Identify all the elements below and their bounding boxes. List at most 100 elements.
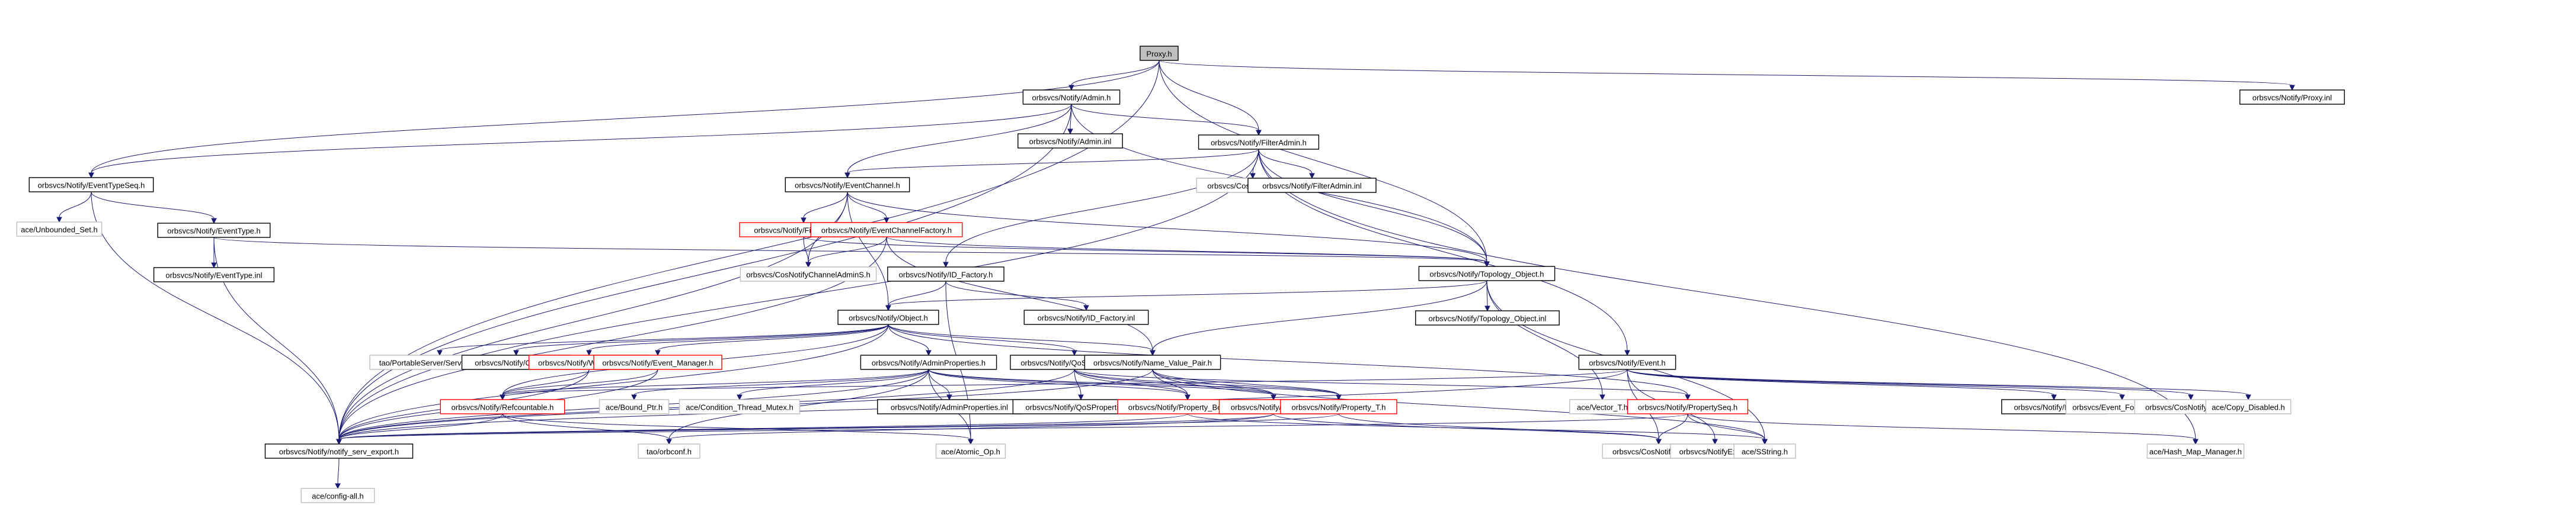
node-label: orbsvcs/Notify/EventChannelFactory.h bbox=[821, 226, 952, 235]
graph-node-propertyseq[interactable]: orbsvcs/Notify/PropertySeq.h bbox=[1627, 399, 1749, 414]
edge-nvp_h-to-prop_bool bbox=[1152, 369, 1191, 401]
graph-node-proxy-inl[interactable]: orbsvcs/Notify/Proxy.inl bbox=[2239, 89, 2345, 105]
edge-proxy_h-to-notify_export bbox=[336, 60, 1160, 445]
node-label: orbsvcs/Notify/EventTypeSeq.h bbox=[38, 181, 145, 190]
graph-node-adminprops-h[interactable]: orbsvcs/Notify/AdminProperties.h bbox=[860, 355, 997, 370]
node-label: orbsvcs/Notify/ID_Factory.h bbox=[899, 271, 993, 279]
edge-topology_h-to-vector_t bbox=[1486, 280, 1605, 401]
node-box bbox=[2239, 89, 2345, 105]
node-box bbox=[440, 399, 565, 414]
node-box bbox=[16, 221, 103, 237]
edge-event_h-to-event_forwarders bbox=[1627, 369, 2125, 401]
edge-object_h-to-nvp_h bbox=[888, 324, 1156, 356]
graph-node-sstring[interactable]: ace/SString.h bbox=[1733, 443, 1796, 459]
edge-eventtypeseq_h-to-eventtype_h bbox=[91, 191, 217, 224]
node-box bbox=[300, 488, 375, 503]
graph-node-topology-h[interactable]: orbsvcs/Notify/Topology_Object.h bbox=[1418, 266, 1556, 281]
edge-proxy_h-to-proxy_inl bbox=[1159, 60, 2295, 91]
graph-node-id-factory-h[interactable]: orbsvcs/Notify/ID_Factory.h bbox=[887, 266, 1004, 282]
node-label: orbsvcs/CosNotifyChannelAdminS.h bbox=[746, 271, 871, 279]
edge-adminprops_h-to-bound_ptr bbox=[631, 369, 929, 401]
node-label: ace/Unbounded_Set.h bbox=[21, 226, 97, 234]
graph-node-vector-t[interactable]: ace/Vector_T.h bbox=[1569, 399, 1636, 414]
node-label: orbsvcs/Notify/ID_Factory.inl bbox=[1038, 314, 1135, 323]
graph-node-property-t[interactable]: orbsvcs/Notify/Property_T.h bbox=[1280, 399, 1397, 414]
node-label: orbsvcs/Notify/Event.h bbox=[1589, 359, 1665, 368]
graph-node-notify-export[interactable]: orbsvcs/Notify/notify_serv_export.h bbox=[264, 443, 414, 459]
graph-node-hash-map-manager[interactable]: ace/Hash_Map_Manager.h bbox=[2146, 443, 2245, 459]
node-box bbox=[1198, 134, 1320, 150]
edge-eventchannel_h-to-ecfactory_h bbox=[847, 191, 889, 224]
graph-node-bound-ptr[interactable]: ace/Bound_Ptr.h bbox=[599, 399, 670, 414]
graph-node-config-all[interactable]: ace/config-all.h bbox=[300, 488, 375, 503]
graph-node-id-factory-inl[interactable]: orbsvcs/Notify/ID_Factory.inl bbox=[1023, 310, 1149, 325]
node-box bbox=[740, 266, 877, 282]
graph-node-event-manager[interactable]: orbsvcs/Notify/Event_Manager.h bbox=[593, 355, 722, 370]
graph-node-admin-h[interactable]: orbsvcs/Notify/Admin.h bbox=[1022, 89, 1121, 105]
edge-event_h-to-copy_disabled bbox=[1627, 369, 2251, 401]
edge-event_h-to-refcountable bbox=[500, 369, 1628, 401]
node-label: ace/config-all.h bbox=[312, 492, 363, 501]
graph-node-cond-mutex[interactable]: ace/Condition_Thread_Mutex.h bbox=[679, 399, 801, 414]
node-box bbox=[1017, 133, 1123, 149]
node-box bbox=[810, 222, 963, 237]
graph-node-filteradmin-inl[interactable]: orbsvcs/Notify/FilterAdmin.inl bbox=[1247, 178, 1377, 193]
node-label: orbsvcs/Notify/QoSProperties.inl bbox=[1025, 403, 1136, 412]
edge-admin_h-to-filteradmin_h bbox=[1071, 104, 1262, 136]
node-label: orbsvcs/Notify/Admin.inl bbox=[1029, 137, 1112, 146]
node-box bbox=[837, 310, 939, 325]
graph-node-adminprops-inl[interactable]: orbsvcs/Notify/AdminProperties.inl bbox=[877, 399, 1022, 414]
graph-node-eventtypeseq-h[interactable]: orbsvcs/Notify/EventTypeSeq.h bbox=[28, 177, 154, 192]
node-box bbox=[1627, 399, 1749, 414]
edge-qosprops_h-to-property_h bbox=[1074, 369, 1276, 401]
node-label: ace/Condition_Thread_Mutex.h bbox=[686, 403, 793, 412]
node-box bbox=[1418, 266, 1556, 281]
node-box bbox=[877, 399, 1022, 414]
edge-property_h-to-cosnotificationc bbox=[1273, 413, 1662, 445]
graph-node-topology-inl[interactable]: orbsvcs/Notify/Topology_Object.inl bbox=[1415, 310, 1560, 326]
nodes-layer: Proxy.h orbsvcs/Notify/Admin.h orbsvcs/Not… bbox=[16, 46, 2345, 503]
graph-node-ecfactory-h[interactable]: orbsvcs/Notify/EventChannelFactory.h bbox=[810, 222, 963, 237]
graph-node-event-h[interactable]: orbsvcs/Notify/Event.h bbox=[1578, 355, 1676, 370]
node-label: orbsvcs/Notify/Object.h bbox=[849, 314, 928, 323]
edge-object_h-to-adminprops_h bbox=[888, 324, 932, 356]
edge-proxy_h-to-admin_h bbox=[1068, 60, 1160, 91]
edge-admin_h-to-eventtypeseq_h bbox=[88, 104, 1072, 179]
edge-object_h-to-qosprops_h bbox=[888, 324, 1077, 356]
node-box bbox=[1280, 399, 1397, 414]
graph-node-eventchannel-h[interactable]: orbsvcs/Notify/EventChannel.h bbox=[785, 177, 910, 192]
edge-propertyseq-to-hash_map_manager bbox=[1687, 413, 2199, 445]
node-box bbox=[1578, 355, 1676, 370]
graph-node-nvp-h[interactable]: orbsvcs/Notify/Name_Value_Pair.h bbox=[1084, 355, 1221, 370]
node-label: orbsvcs/Notify/AdminProperties.h bbox=[872, 359, 985, 368]
node-label: orbsvcs/Notify/Property_T.h bbox=[1292, 403, 1386, 412]
graph-node-copy-disabled[interactable]: ace/Copy_Disabled.h bbox=[2205, 399, 2292, 414]
graph-node-eventtype-h[interactable]: orbsvcs/Notify/EventType.h bbox=[157, 223, 271, 238]
edge-refcountable-to-orbconf bbox=[502, 413, 672, 445]
graph-node-unbounded-set[interactable]: ace/Unbounded_Set.h bbox=[16, 221, 103, 237]
graph-node-filteradmin-h[interactable]: orbsvcs/Notify/FilterAdmin.h bbox=[1198, 134, 1320, 150]
edge-filteradmin_h-to-topology_h bbox=[1258, 149, 1490, 268]
node-box bbox=[887, 266, 1004, 282]
edge-object_h-to-event_manager bbox=[655, 324, 889, 356]
edge-notify_export-to-config_all bbox=[335, 458, 341, 490]
edge-object_h-to-object_inl bbox=[513, 324, 889, 356]
node-label: orbsvcs/NotifyExtC.h bbox=[1679, 448, 1751, 456]
graph-node-admin-inl[interactable]: orbsvcs/Notify/Admin.inl bbox=[1017, 133, 1123, 149]
edge-eventtype_h-to-topology_h bbox=[213, 237, 1490, 268]
graph-node-orbconf[interactable]: tao/orbconf.h bbox=[638, 443, 700, 459]
node-box bbox=[2205, 399, 2292, 414]
graph-node-atomic-op[interactable]: ace/Atomic_Op.h bbox=[935, 443, 1006, 459]
graph-node-eventtype-inl[interactable]: orbsvcs/Notify/EventType.inl bbox=[153, 267, 275, 282]
edge-object_h-to-worker_task bbox=[586, 324, 889, 356]
graph-node-refcountable[interactable]: orbsvcs/Notify/Refcountable.h bbox=[440, 399, 565, 414]
edge-propertyseq-to-cosnotificationc bbox=[1656, 413, 1688, 445]
node-label: orbsvcs/Notify/Admin.h bbox=[1032, 94, 1111, 102]
node-label: ace/Atomic_Op.h bbox=[941, 448, 1000, 456]
graph-node-cosnotifychanneladmins[interactable]: orbsvcs/CosNotifyChannelAdminS.h bbox=[740, 266, 877, 282]
node-label: orbsvcs/Notify/EventType.inl bbox=[165, 271, 262, 280]
node-box bbox=[599, 399, 670, 414]
edge-adminprops_h-to-refcountable bbox=[500, 369, 929, 401]
graph-node-proxy-h[interactable]: Proxy.h bbox=[1140, 46, 1179, 61]
graph-node-object-h[interactable]: orbsvcs/Notify/Object.h bbox=[837, 310, 939, 325]
